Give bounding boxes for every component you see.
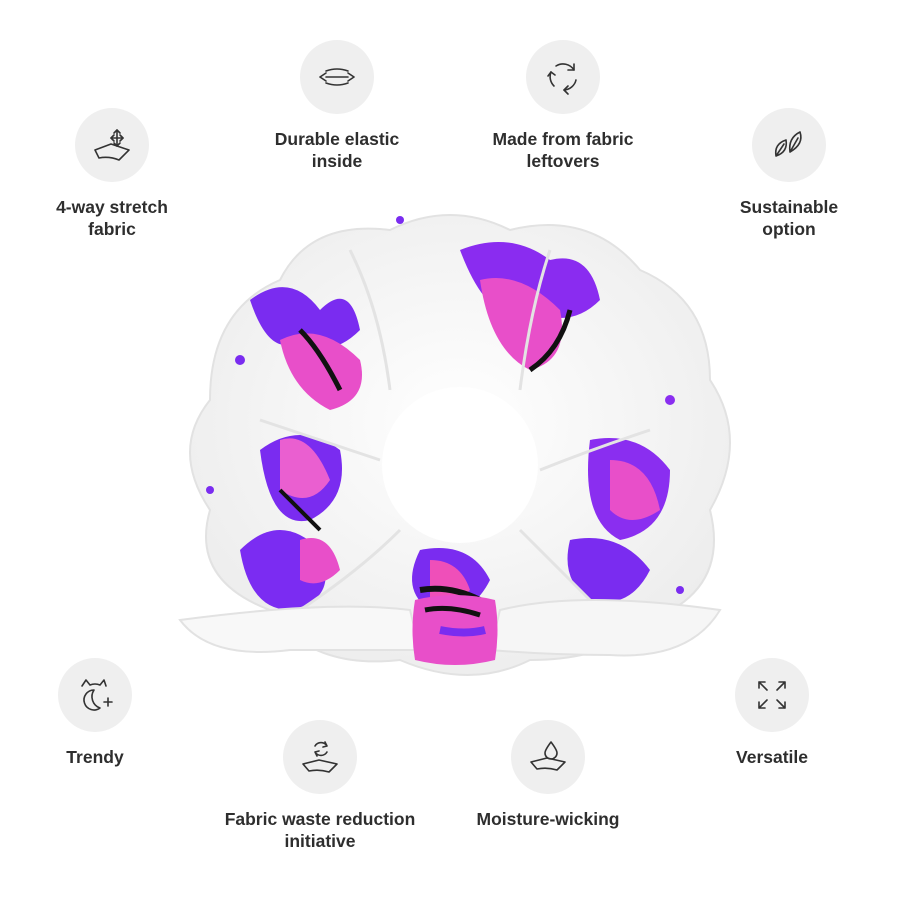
expand-arrows-icon [735, 658, 809, 732]
feature-label: Versatile [736, 747, 808, 767]
recycle-arrows-icon [526, 40, 600, 114]
feature-label: Durable elastic inside [274, 129, 400, 171]
feature-label: Fabric waste reduction initiative [224, 809, 416, 851]
scrunchie-product-image [178, 214, 731, 676]
water-drop-fabric-icon [511, 720, 585, 794]
elastic-band-icon [300, 40, 374, 114]
feature-4-way-stretch: 4-way stretch fabric [0, 108, 232, 240]
feature-moisture-wicking: Moisture-wicking [428, 720, 668, 830]
fabric-stretch-icon [75, 108, 149, 182]
feature-label: 4-way stretch fabric [56, 197, 168, 239]
feature-label: Sustainable option [739, 197, 839, 239]
feature-trendy: Trendy [0, 658, 215, 768]
feature-fabric-waste: Fabric waste reduction initiative [200, 720, 440, 852]
leaves-icon [752, 108, 826, 182]
feature-label: Trendy [66, 747, 124, 767]
feature-sustainable: Sustainable option [669, 108, 900, 240]
fabric-recycle-icon [283, 720, 357, 794]
cat-sparkle-icon [58, 658, 132, 732]
feature-versatile: Versatile [652, 658, 892, 768]
feature-fabric-leftovers: Made from fabric leftovers [443, 40, 683, 172]
feature-label: Made from fabric leftovers [492, 129, 634, 171]
feature-label: Moisture-wicking [476, 809, 620, 829]
feature-durable-elastic: Durable elastic inside [217, 40, 457, 172]
